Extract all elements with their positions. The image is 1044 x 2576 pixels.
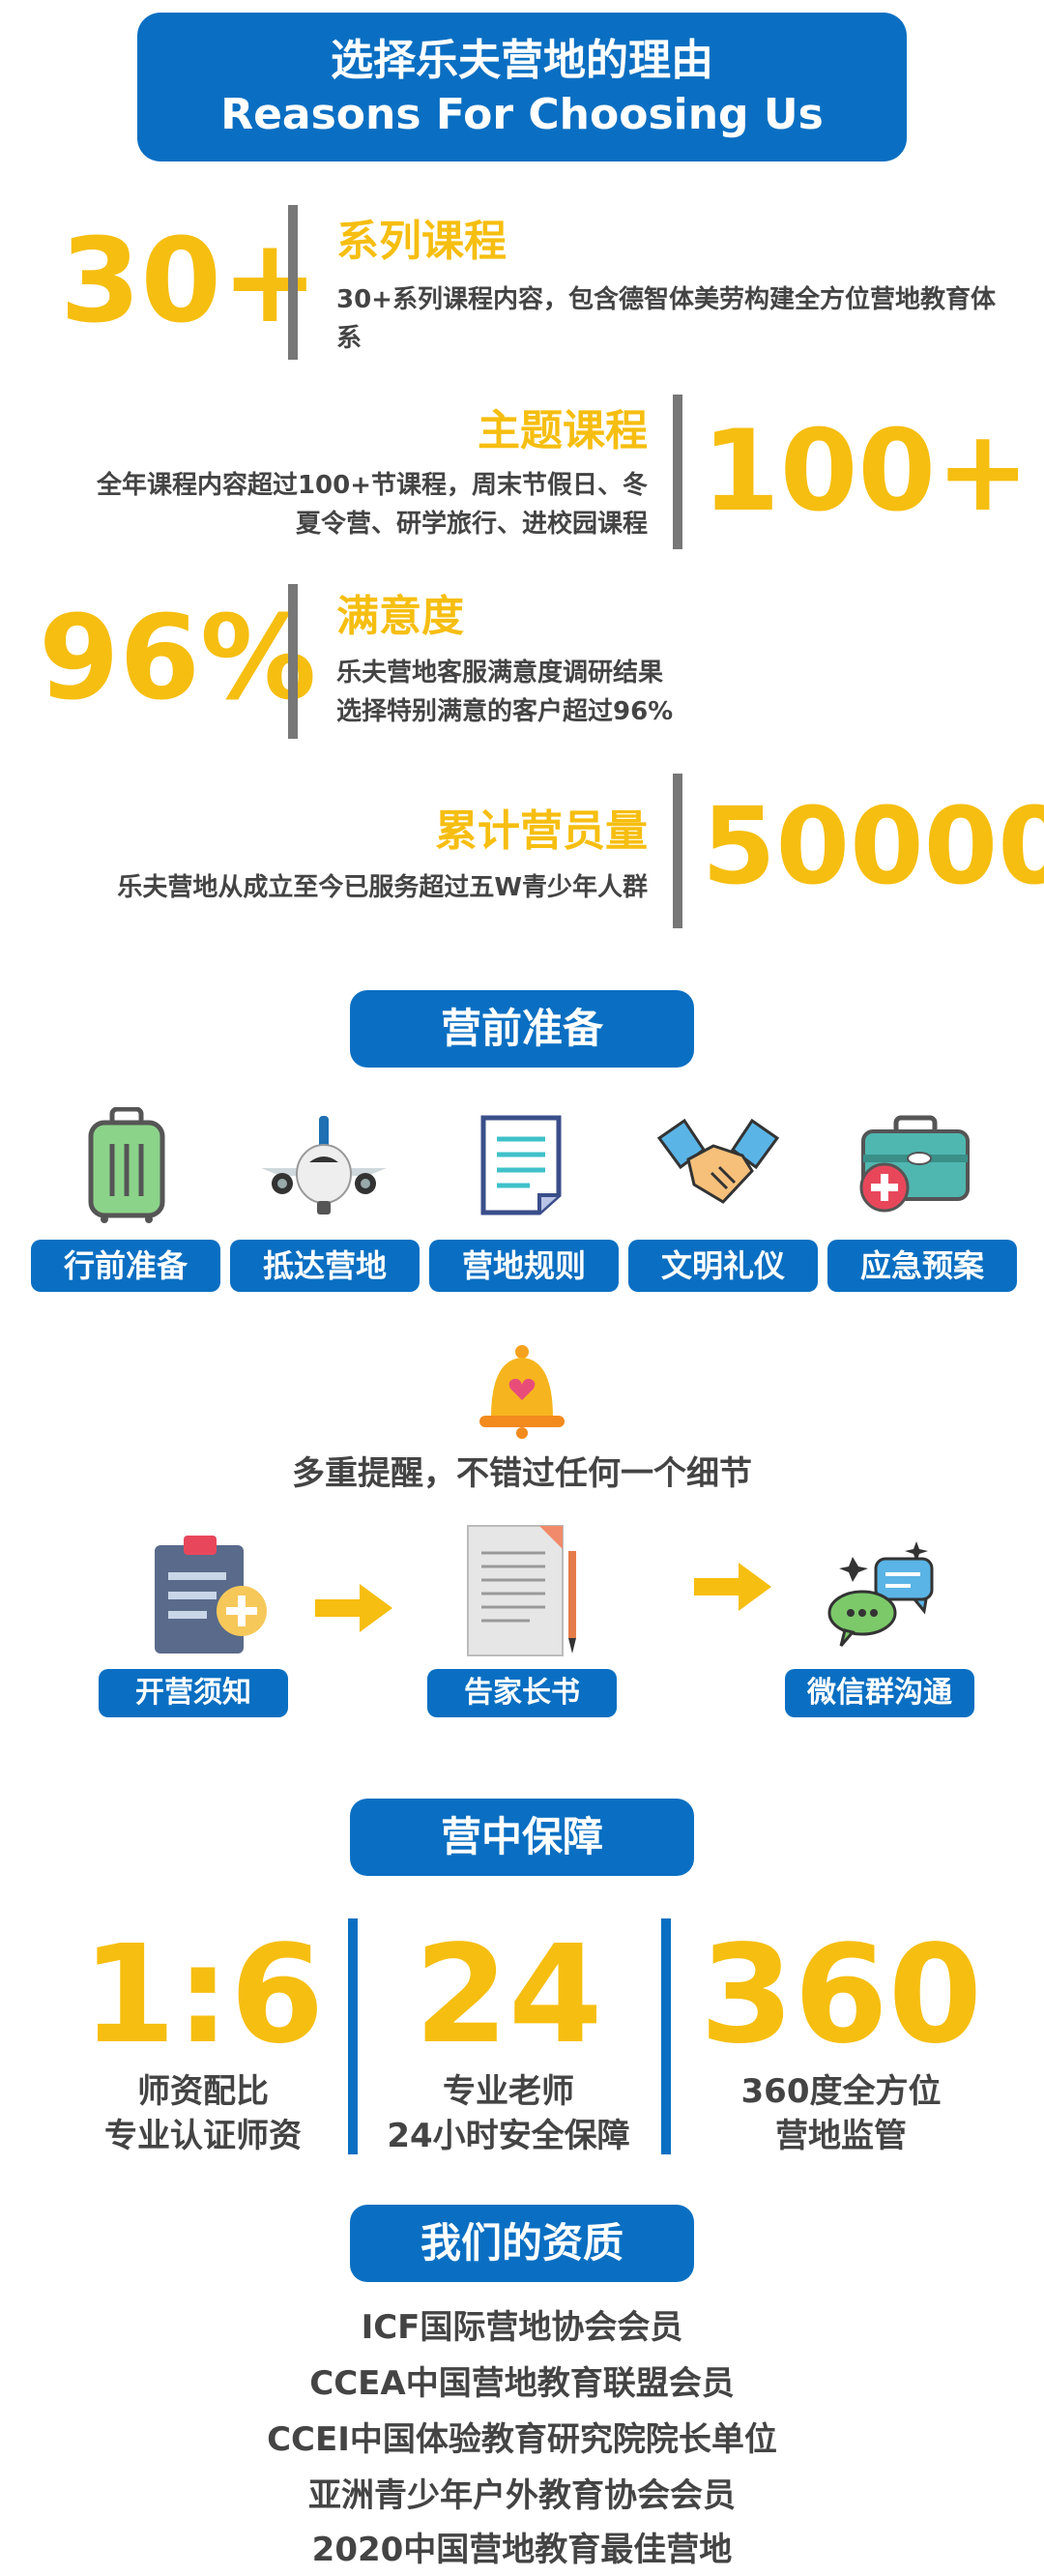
- stat-desc-courses: 30+系列课程内容，包含德智体美劳构建全方位营地教育体系: [336, 285, 996, 353]
- qualification-item: 亚洲青少年户外教育协会会员: [308, 2476, 736, 2515]
- first-aid-kit-icon: [833, 1102, 998, 1228]
- guarantee-number-ratio: 1:6: [81, 1917, 325, 2074]
- stat-desc-satisfaction-2: 选择特别满意的客户超过96%: [336, 697, 674, 726]
- guarantee-text-monitor-2: 营地监管: [775, 2117, 907, 2155]
- stat-number-satisfaction: 96%: [39, 592, 317, 726]
- stat-desc-theme-2: 夏令营、研学旅行、进校园课程: [295, 510, 648, 539]
- step-camp-notice: 开营须知: [99, 1669, 288, 1717]
- header-title-en: Reasons For Choosing Us: [220, 90, 824, 139]
- prep-item-travel: 行前准备: [31, 1240, 220, 1292]
- page-header: 选择乐夫营地的理由 Reasons For Choosing Us: [137, 13, 907, 161]
- prep-item-rules: 营地规则: [429, 1240, 619, 1292]
- airplane-icon: [242, 1102, 406, 1228]
- stat-title-courses: 系列课程: [336, 217, 507, 266]
- guarantee-text-ratio-1: 师资配比: [137, 2072, 269, 2111]
- section-heading-prep: 营前准备: [350, 990, 694, 1068]
- stat-desc-theme-1: 全年课程内容超过100+节课程，周末节假日、冬: [96, 471, 648, 500]
- divider-bar: [673, 774, 682, 928]
- stat-desc-satisfaction-1: 乐夫营地客服满意度调研结果: [336, 659, 664, 688]
- reminder-subtitle: 多重提醒，不错过任何一个细节: [292, 1454, 752, 1493]
- guarantee-number-hours: 24: [414, 1917, 603, 2074]
- guarantee-text-hours-2: 24小时安全保障: [387, 2117, 630, 2155]
- header-title-cn: 选择乐夫营地的理由: [331, 36, 713, 85]
- prep-item-emergency: 应急预案: [827, 1240, 1017, 1292]
- letter-icon: [462, 1518, 588, 1663]
- chat-icon: [824, 1537, 940, 1654]
- stat-title-satisfaction: 满意度: [336, 592, 464, 641]
- divider-bar: [288, 584, 298, 739]
- step-wechat-group: 微信群沟通: [785, 1669, 974, 1717]
- divider-bar: [288, 205, 298, 360]
- stat-title-theme: 主题课程: [478, 406, 648, 455]
- qualification-item: CCEI中国体验教育研究院院长单位: [267, 2420, 777, 2459]
- qualification-item: CCEA中国营地教育联盟会员: [309, 2364, 735, 2403]
- divider-bar: [661, 1918, 671, 2154]
- handshake-icon: [636, 1102, 800, 1228]
- step-parent-letter: 告家长书: [427, 1669, 617, 1717]
- stat-number-courses: 30+: [60, 215, 319, 349]
- guarantee-text-ratio-2: 专业认证师资: [104, 2117, 302, 2155]
- section-heading-qualifications: 我们的资质: [350, 2205, 694, 2282]
- divider-bar: [673, 395, 682, 549]
- stat-number-campers: 50000: [702, 784, 1044, 908]
- bell-icon: [478, 1342, 566, 1439]
- stat-number-theme: 100+: [702, 406, 1030, 537]
- document-icon: [439, 1102, 603, 1228]
- qualification-item: ICF国际营地协会会员: [361, 2308, 683, 2347]
- luggage-icon: [44, 1102, 209, 1228]
- stat-desc-campers: 乐夫营地从成立至今已服务超过五W青少年人群: [117, 873, 648, 902]
- guarantee-text-monitor-1: 360度全方位: [740, 2072, 942, 2111]
- guarantee-number-monitor: 360: [699, 1917, 983, 2074]
- stat-title-campers: 累计营员量: [435, 806, 648, 856]
- prep-item-arrival: 抵达营地: [230, 1240, 420, 1292]
- divider-bar: [348, 1918, 358, 2154]
- section-heading-guarantee: 营中保障: [350, 1799, 694, 1876]
- prep-item-etiquette: 文明礼仪: [628, 1240, 818, 1292]
- guarantee-text-hours-1: 专业老师: [443, 2072, 574, 2111]
- qualification-item: 2020中国营地教育最佳营地: [311, 2531, 733, 2569]
- clipboard-icon: [145, 1534, 271, 1659]
